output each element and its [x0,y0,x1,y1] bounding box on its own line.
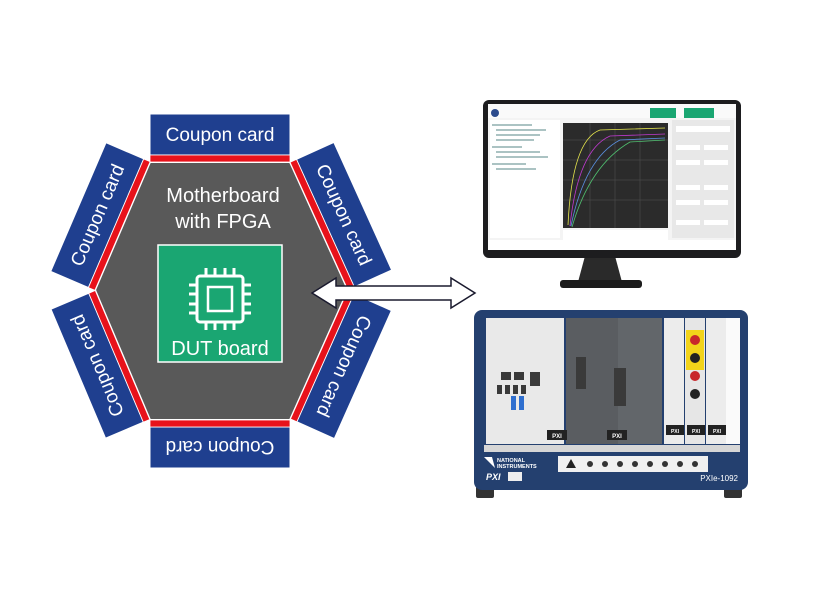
ni-logo-icon [484,457,495,468]
chip-icon [189,268,251,330]
svg-text:PXI: PXI [671,429,680,435]
screen-button-1 [650,108,676,118]
screen-settings-panel [672,120,734,238]
coupon-card: Coupon card [149,113,291,163]
svg-text:PXI: PXI [692,429,701,435]
chassis-brand-line2: INSTRUMENTS [497,464,537,470]
card-connector [87,158,151,291]
card-body [149,113,291,156]
coupon-card-label: Coupon card [166,436,275,457]
svg-text:PXI: PXI [552,434,562,440]
card-connector [88,290,151,423]
dut-board-label: DUT board [171,338,268,360]
motherboard-title-line2: with FPGA [174,211,271,233]
bidirectional-arrow [310,276,477,310]
coupon-card: Coupon card [289,290,393,440]
coupon-card: Coupon card [50,142,151,291]
dut-board [157,244,283,363]
card-body [149,426,291,469]
controller-module [486,318,564,444]
module-white-2 [706,318,726,444]
chassis-brand-line1: NATIONAL [497,458,526,464]
coupon-card: Coupon card [149,419,291,469]
svg-text:PXI: PXI [612,434,622,440]
card-connector [149,419,291,428]
screen-button-2 [684,108,714,118]
coupon-card-label: Coupon card [166,125,275,146]
motherboard-title-line1: Motherboard [166,185,279,207]
chassis-pxi-logo: PXI [486,472,501,482]
chassis-model: PXIe-1092 [700,474,738,483]
module-white-1 [664,318,684,444]
svg-text:PXI: PXI [713,429,722,435]
monitor [483,100,741,288]
card-connector [149,154,291,163]
pxi-chassis: PXI PXI PXI PXI PXI [474,310,748,498]
screen-tree-panel [490,120,560,238]
module-gray-1 [566,318,618,444]
